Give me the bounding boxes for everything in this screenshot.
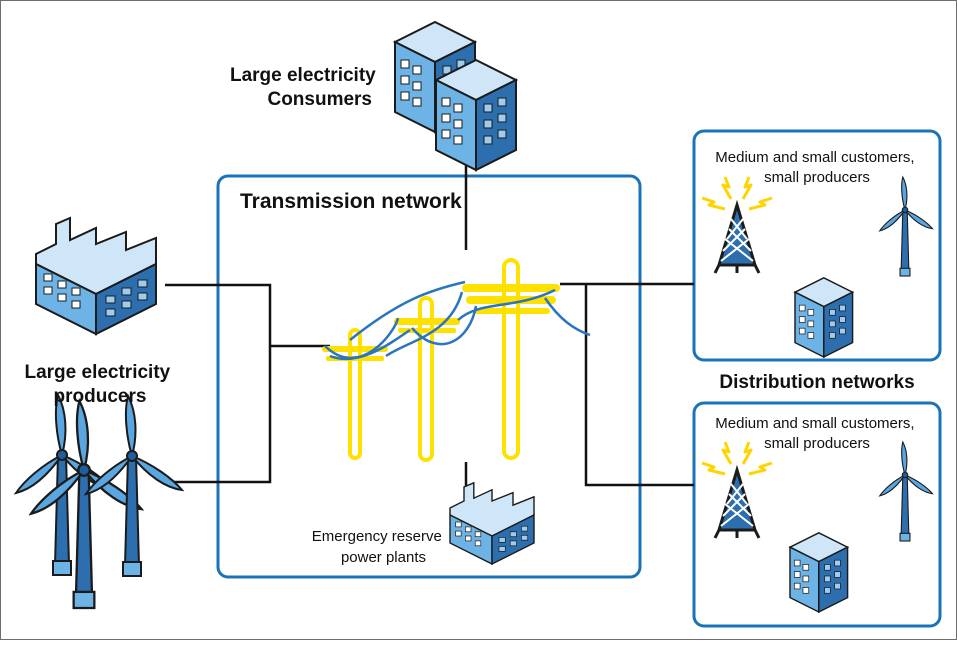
- connection-lines: [165, 128, 694, 498]
- distribution-bottom-label: Medium and small customers, small produc…: [715, 415, 918, 452]
- power-pole-icon: [322, 258, 591, 462]
- large-producers-label: Large electricity producers: [24, 362, 175, 407]
- emergency-reserve-label: Emergency reserve power plants: [312, 528, 446, 566]
- large-consumers-label: Large electricity Consumers: [230, 65, 381, 110]
- distribution-networks-title: Distribution networks: [719, 372, 914, 393]
- transmission-network-box: [216, 174, 642, 579]
- transmission-network-title: Transmission network: [240, 190, 462, 213]
- distribution-box-top: [692, 129, 942, 362]
- distribution-top-label: Medium and small customers, small produc…: [715, 149, 918, 186]
- distribution-box-bottom: [692, 401, 942, 628]
